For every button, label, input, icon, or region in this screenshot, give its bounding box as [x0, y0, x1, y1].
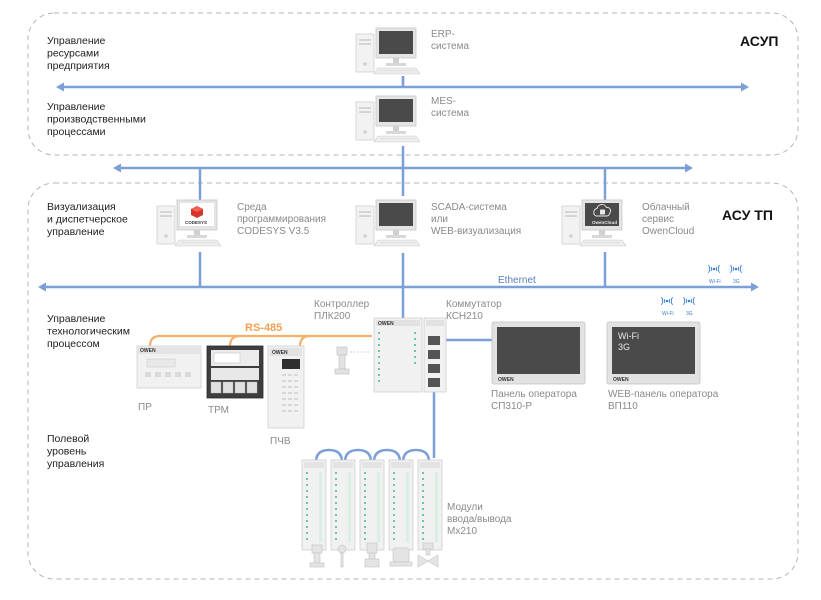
ethernet-label: Ethernet	[498, 275, 536, 286]
pchv-label: ПЧВ	[270, 436, 291, 447]
pressure-sensor-icon	[309, 544, 325, 568]
mes-label: MES- система	[431, 96, 469, 119]
erp-computer-icon	[355, 27, 421, 75]
svg-text:OWEN: OWEN	[272, 350, 288, 356]
level-resource-label: Управление ресурсами предприятия	[47, 35, 110, 72]
svg-text:OWEN: OWEN	[498, 377, 514, 383]
svg-text:3G: 3G	[686, 311, 693, 317]
svg-text:3G: 3G	[733, 279, 740, 285]
3g-signal-icon	[730, 264, 742, 274]
trm-device	[206, 345, 264, 399]
3g-signal-icon	[683, 296, 695, 306]
svg-text:CODESYS: CODESYS	[185, 220, 207, 225]
sensor-icon	[334, 346, 350, 375]
cloud-label: Облачный сервис OwenCloud	[642, 201, 694, 237]
svg-text:OWEN: OWEN	[378, 321, 394, 327]
rs485-bus	[148, 334, 372, 347]
level-dispatch-label: Визуализация и диспетчерское управление	[47, 201, 131, 238]
thermometer-icon	[337, 544, 347, 568]
io-module	[359, 459, 385, 551]
pr-label: ПР	[138, 402, 152, 413]
scada-computer-icon	[355, 199, 421, 247]
wifi-icon	[708, 264, 720, 274]
controller-label: Контроллер ПЛК200	[314, 299, 372, 322]
mes-computer-icon	[355, 95, 421, 143]
asup-title: АСУП	[740, 33, 778, 49]
svg-text:Wi-Fi: Wi-Fi	[709, 279, 721, 285]
svg-text:OWEN: OWEN	[140, 348, 156, 354]
asutp-zone	[27, 182, 799, 580]
pump-icon	[389, 547, 413, 567]
valve-icon	[417, 542, 439, 568]
level-sensor-icon	[364, 542, 380, 568]
wireless-panel: Wi-Fi 3G	[661, 296, 695, 317]
wifi-icon	[661, 296, 673, 306]
pr-device: OWEN	[136, 345, 202, 389]
sp310-label: Панель оператора СП310-Р	[491, 389, 580, 412]
owencloud-computer: OwenCloud	[561, 199, 627, 247]
vp110-panel: Wi-Fi 3G OWEN	[606, 321, 701, 385]
wireless-top: Wi-Fi 3G	[708, 264, 742, 285]
level-field-label: Полевой уровень управления	[47, 433, 104, 470]
plc200-controller: OWEN	[373, 317, 423, 393]
network-buses	[38, 82, 759, 292]
pchv-device: OWEN	[267, 345, 305, 429]
asutp-title: АСУ ТП	[722, 207, 773, 223]
level-process-label: Управление технологическим процессом	[47, 313, 133, 350]
switch-label: Коммутатор КСН210	[446, 299, 504, 322]
owencloud-logo-icon: OwenCloud	[592, 204, 617, 225]
io-module	[388, 459, 414, 551]
svg-text:Wi-Fi: Wi-Fi	[662, 311, 674, 317]
rs485-label: RS-485	[245, 322, 282, 334]
codesys-logo-icon: CODESYS	[185, 206, 207, 225]
level-production-label: Управление производственными процессами	[47, 101, 149, 138]
svg-text:OwenCloud: OwenCloud	[592, 220, 617, 225]
modules-label: Модули ввода/вывода Мх210	[447, 502, 514, 537]
ksn210-switch	[423, 317, 447, 393]
asup-zone	[27, 12, 799, 156]
io-modules	[301, 459, 443, 551]
io-module	[417, 459, 443, 551]
erp-label: ERP- система	[431, 29, 469, 52]
trm-label: ТРМ	[208, 405, 229, 416]
sp310-panel: OWEN	[491, 321, 586, 385]
io-module	[330, 459, 356, 551]
codesys-computer: CODESYS	[156, 199, 222, 247]
vp110-label: WEB-панель оператора ВП110	[608, 389, 721, 412]
svg-text:OWEN: OWEN	[613, 377, 629, 383]
codesys-label: Среда программирования CODESYS V3.5	[237, 202, 329, 237]
vp110-screen-text: Wi-Fi 3G	[618, 331, 642, 352]
field-devices	[309, 542, 439, 568]
io-module	[301, 459, 327, 551]
scada-label: SCADA-система или WEB-визуализация	[431, 202, 521, 237]
